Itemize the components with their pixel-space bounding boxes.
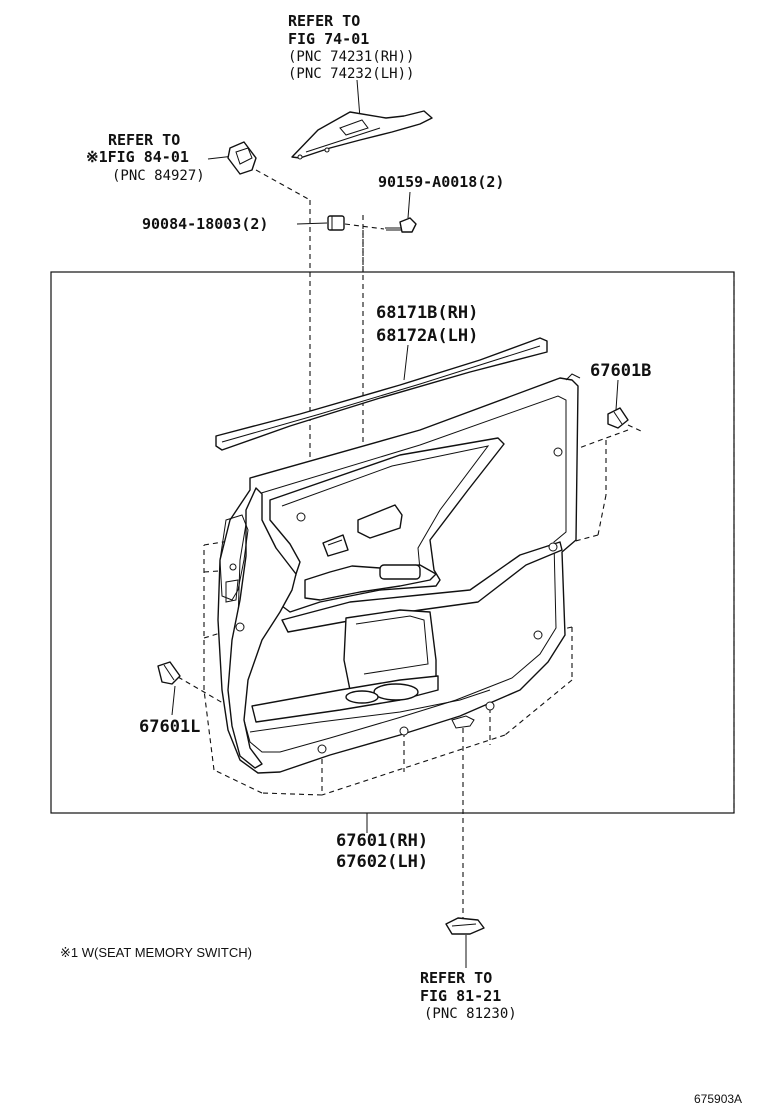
svg-text:REFER TO: REFER TO [108,131,180,149]
label-door-panel: 67601(RH) 67602(LH) [336,831,428,872]
label-clip-67601l: 67601L [139,717,200,737]
svg-text:(PNC 84927): (PNC 84927) [112,168,205,184]
clip-67601b-part [607,407,629,429]
seat-memory-switch-part [227,141,257,175]
svg-text:68171B(RH): 68171B(RH) [376,303,478,323]
svg-text:67601(RH): 67601(RH) [336,831,428,851]
courtesy-lamp-part [445,917,485,935]
svg-text:FIG 74-01: FIG 74-01 [288,30,369,48]
label-refer-fig-84: REFER TO ※1FIG 84-01 (PNC 84927) [86,131,205,184]
clip-90084-part [327,215,345,231]
clip-67601l-part [157,661,181,685]
footnote-seat-memory: ※1 W(SEAT MEMORY SWITCH) [60,945,252,960]
svg-text:REFER TO: REFER TO [288,12,360,30]
screw-90159-part [385,217,417,233]
svg-text:FIG 81-21: FIG 81-21 [420,987,501,1005]
svg-text:REFER TO: REFER TO [420,969,492,987]
svg-text:(PNC 81230): (PNC 81230) [424,1006,517,1022]
label-clip-67601b: 67601B [590,361,651,381]
upper-garnish-part [291,110,433,160]
svg-text:(PNC 74231(RH)): (PNC 74231(RH)) [288,49,414,65]
svg-text:※1FIG 84-01: ※1FIG 84-01 [86,148,189,166]
label-weatherstrip: 68171B(RH) 68172A(LH) [376,303,478,346]
door-trim-panel-part [217,373,581,774]
weatherstrip-part [215,337,548,451]
svg-text:67602(LH): 67602(LH) [336,852,428,872]
label-clip-90084: 90084-18003(2) [142,215,268,233]
label-bolt-90159: 90159-A0018(2) [378,173,504,191]
svg-text:68172A(LH): 68172A(LH) [376,326,478,346]
svg-text:(PNC 74232(LH)): (PNC 74232(LH)) [288,66,414,82]
label-refer-fig-74: REFER TO FIG 74-01 (PNC 74231(RH)) (PNC … [288,12,414,82]
figure-code: 675903A [694,1092,742,1106]
label-refer-fig-81: REFER TO FIG 81-21 (PNC 81230) [420,969,517,1022]
